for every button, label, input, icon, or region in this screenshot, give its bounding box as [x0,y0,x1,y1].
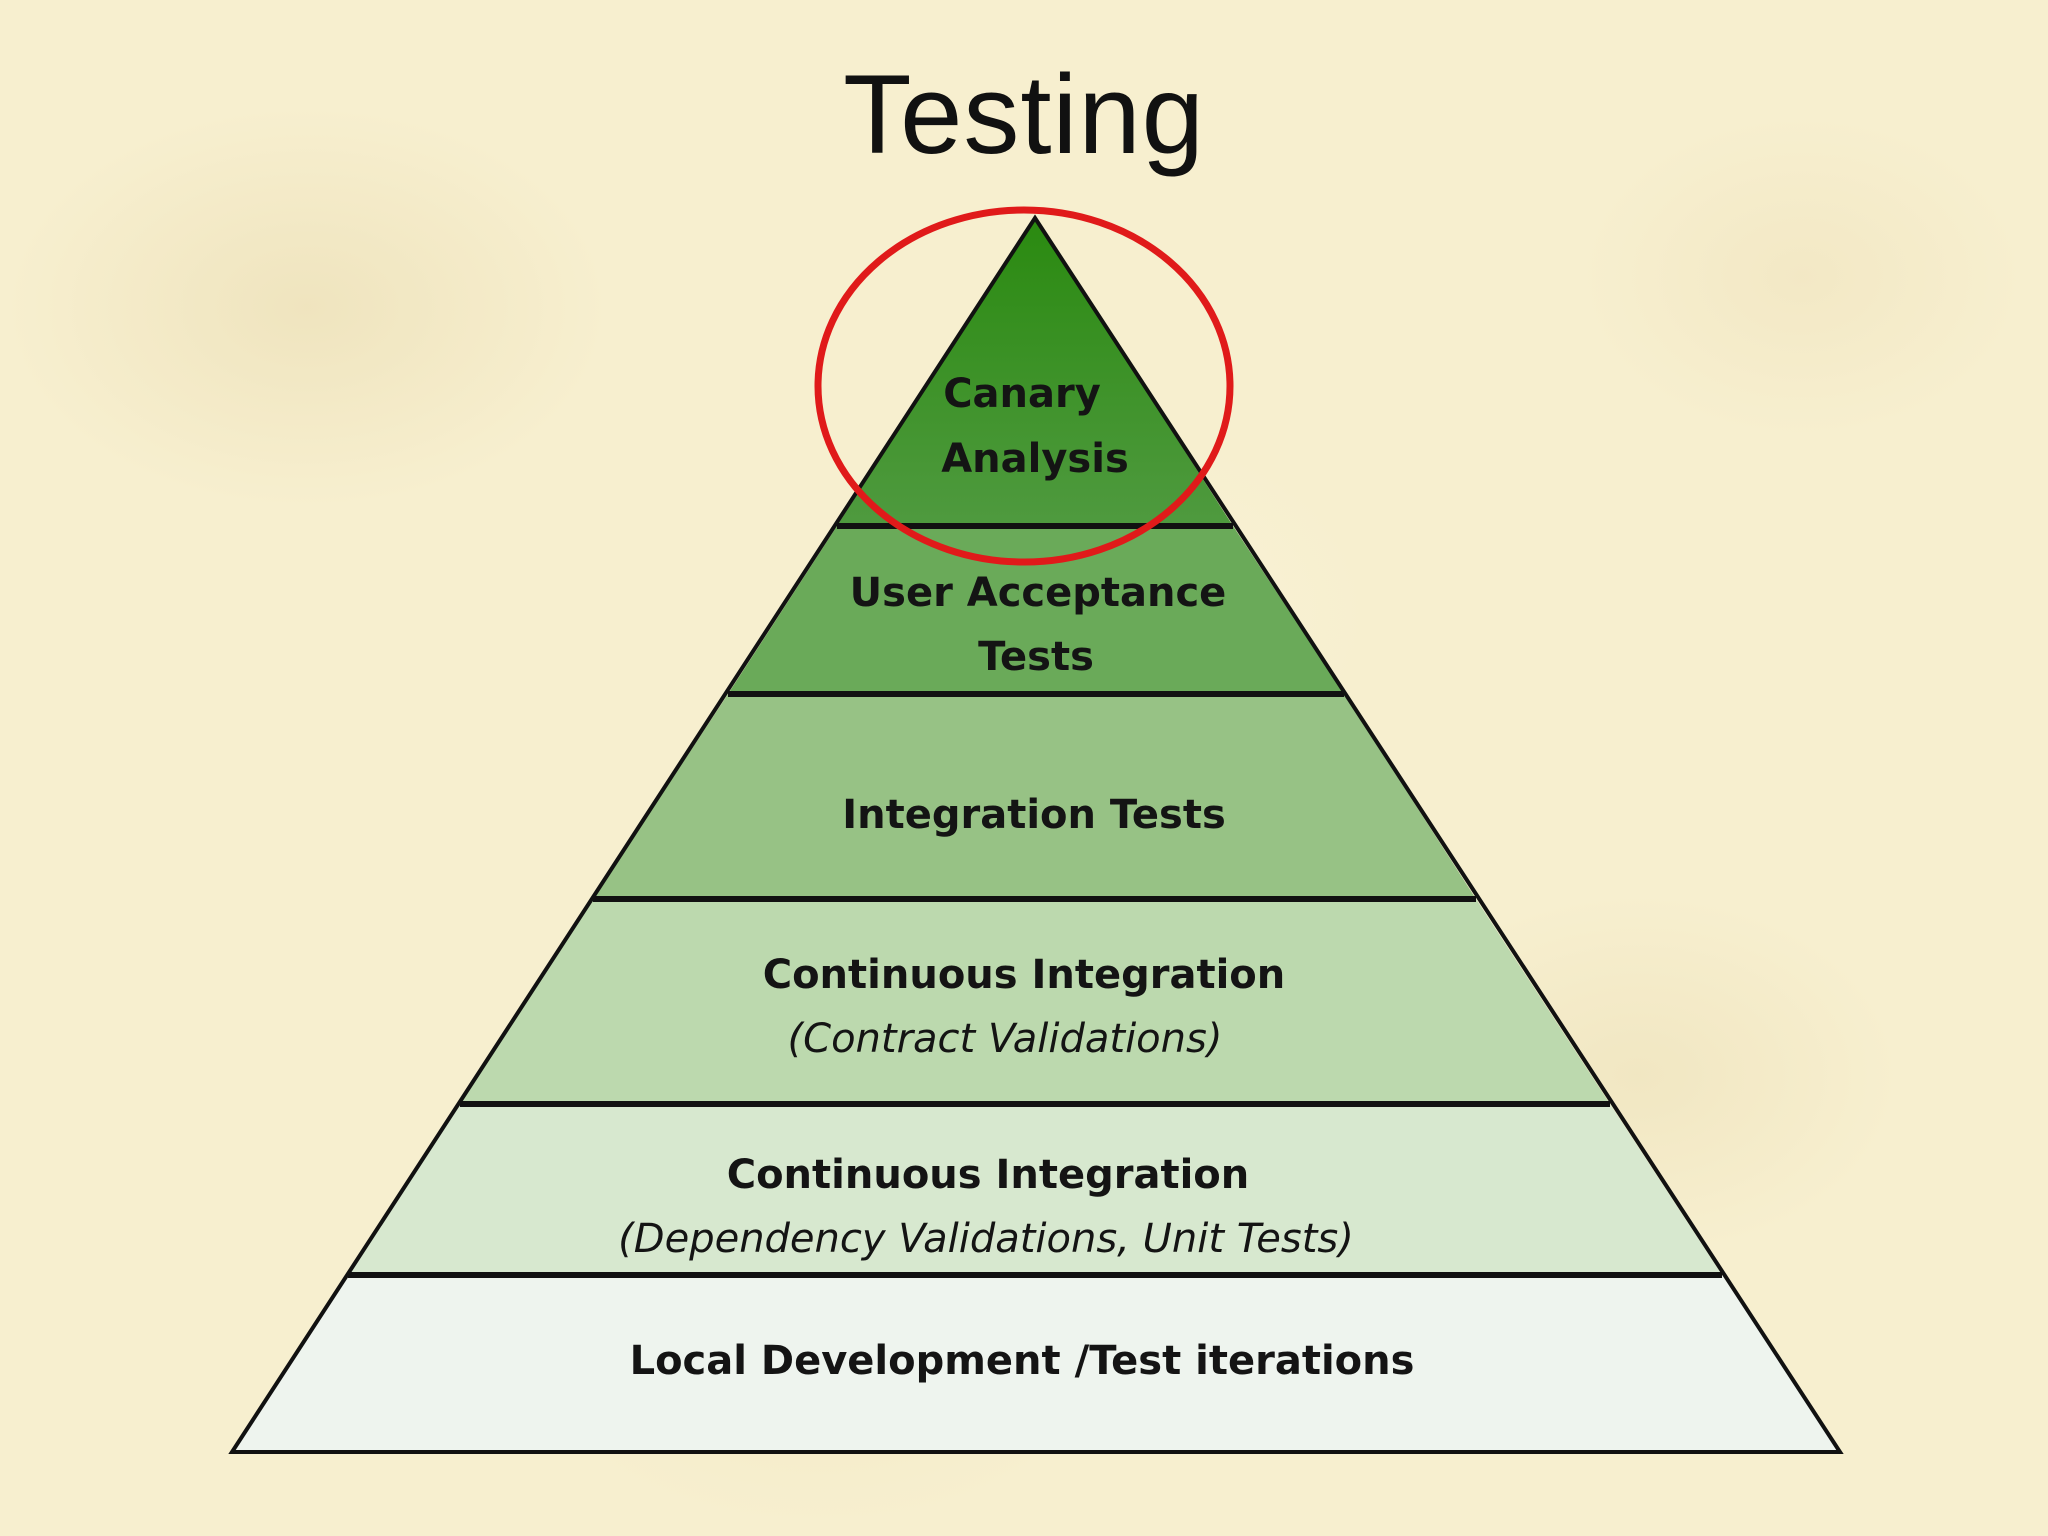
tier-uat-line1: User Acceptance [850,570,1227,616]
tier-continuous-integration-contract [460,899,1610,1104]
slide-title: Testing [843,52,1205,177]
tier-canary-line2: Analysis [941,436,1129,482]
pyramid-edge [228,214,1844,1454]
tier-local-development [232,1275,1840,1452]
tier-integration-line1: Integration Tests [842,792,1226,838]
tier-canary-line1: Canary [943,371,1101,417]
tier-labels: Canary Analysis User Acceptance Tests In… [618,371,1414,1384]
tier-integration-tests [593,694,1476,899]
tier-canary-analysis [837,218,1233,526]
tier-ci-dependency-line2: (Dependency Validations, Unit Tests) [618,1216,1354,1262]
tier-ci-contract-line2: (Contract Validations) [788,1016,1223,1062]
tier-uat-line2: Tests [978,634,1094,680]
tier-ci-contract-line1: Continuous Integration [763,952,1286,998]
tier-local-line1: Local Development /Test iterations [630,1338,1415,1384]
pyramid-tiers [232,218,1840,1452]
tier-ci-dependency-line1: Continuous Integration [727,1152,1250,1198]
tier-user-acceptance-tests [728,526,1344,694]
highlight-circle [814,206,1234,566]
tier-continuous-integration-dependency [348,1104,1722,1275]
